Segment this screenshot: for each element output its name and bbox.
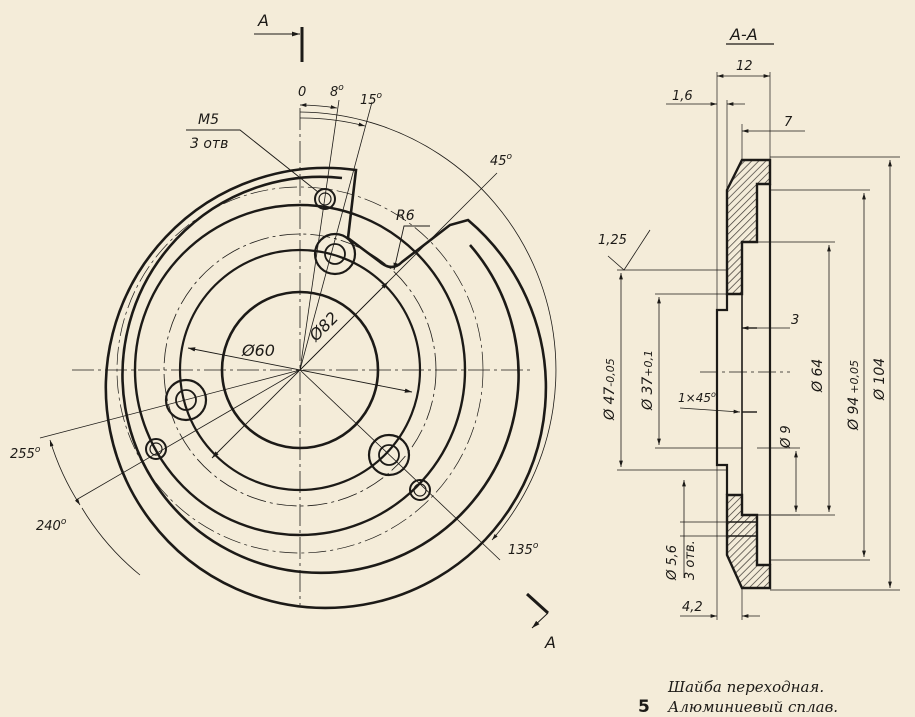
dim-label-d64: Ø 64 xyxy=(810,359,826,393)
dim-label-d9: Ø 9 xyxy=(779,425,794,449)
dim-label-hole: Ø 5,6 xyxy=(665,545,680,581)
thread-size-label: M5 xyxy=(198,112,219,128)
section-mark-bottom xyxy=(531,612,549,629)
dim-label-4-2: 4,2 xyxy=(682,600,703,615)
boss-circle-d82 xyxy=(178,248,422,492)
thread-hole xyxy=(145,438,167,460)
section-inner-face xyxy=(715,294,729,495)
leader-chamfer xyxy=(679,407,741,414)
leader-1-25 xyxy=(607,229,651,271)
angle-label-135: 135o xyxy=(508,541,539,558)
d60-label: Ø60 xyxy=(241,341,275,360)
thread-count-label: 3 отв xyxy=(190,136,228,152)
angle-arc-15 xyxy=(299,117,366,127)
dim-label-3: 3 xyxy=(791,313,799,328)
figure-caption: 5 Шайба переходная. Алюминиевый сплав. xyxy=(638,678,838,717)
section-label-top: A xyxy=(257,11,269,30)
section-view-labels: A-A 12 1,6 7 1,25 3 1×45o Ø 47-0,05 Ø 37… xyxy=(598,25,888,615)
angle-label-0: 0 xyxy=(298,85,306,100)
section-stroke-bottom xyxy=(525,592,550,615)
angle-arc-large xyxy=(299,111,557,541)
dim-label-d104: Ø 104 xyxy=(872,358,888,401)
dim-label-d94: Ø 94+0,05 xyxy=(846,360,862,431)
section-hatch-bottom xyxy=(725,493,772,590)
counterbore-hole xyxy=(313,232,357,276)
leader-m5 xyxy=(186,129,319,193)
figure-number: 5 xyxy=(638,697,650,717)
angle-arc-8 xyxy=(299,103,338,109)
dim-label-7: 7 xyxy=(784,115,793,130)
angle-arc-low xyxy=(49,439,81,506)
angle-label-8: 8o xyxy=(330,83,344,100)
step-circle-d64 xyxy=(133,203,467,537)
counterbore-hole xyxy=(164,378,208,422)
pcd-circle xyxy=(163,233,437,507)
angle-arc-tail xyxy=(81,507,141,576)
angle-label-15: 15o xyxy=(360,91,383,108)
angle-label-45: 45o xyxy=(490,152,513,169)
leader-r6 xyxy=(393,225,430,271)
radius-label: R6 xyxy=(396,208,415,224)
thread-pcd xyxy=(116,186,484,554)
angle-label-240: 240o xyxy=(36,517,67,534)
angle-label-255: 255o xyxy=(10,445,41,462)
caption-line-2: Алюминиевый сплав. xyxy=(667,698,838,716)
front-view xyxy=(39,27,557,629)
thread-hole xyxy=(314,188,336,210)
section-label-bottom: A xyxy=(544,633,556,652)
dim-label-d47: Ø 47-0,05 xyxy=(602,358,618,421)
dim-label-chamfer: 1×45o xyxy=(678,390,716,405)
dim-label-12: 12 xyxy=(736,59,753,74)
dim-label-1-25: 1,25 xyxy=(598,233,627,248)
dim-line-d82 xyxy=(211,281,389,459)
section-hatch-top xyxy=(725,158,772,296)
outer-contour xyxy=(104,166,548,610)
angle-line-255 xyxy=(39,369,301,439)
d82-label: Ø82 xyxy=(305,308,342,345)
section-view xyxy=(607,43,900,620)
view-title: A-A xyxy=(729,25,758,44)
front-view-labels: A A 0 8o 15o 45o 135o 255o 240o M5 3 отв… xyxy=(10,11,556,652)
dim-label-hole-count: 3 отв. xyxy=(683,540,698,580)
caption-line-1: Шайба переходная. xyxy=(667,678,824,696)
dim-label-d37: Ø 37+0,1 xyxy=(640,350,656,411)
rim-inner-edge xyxy=(121,175,520,575)
dim-label-1-6: 1,6 xyxy=(672,89,693,104)
